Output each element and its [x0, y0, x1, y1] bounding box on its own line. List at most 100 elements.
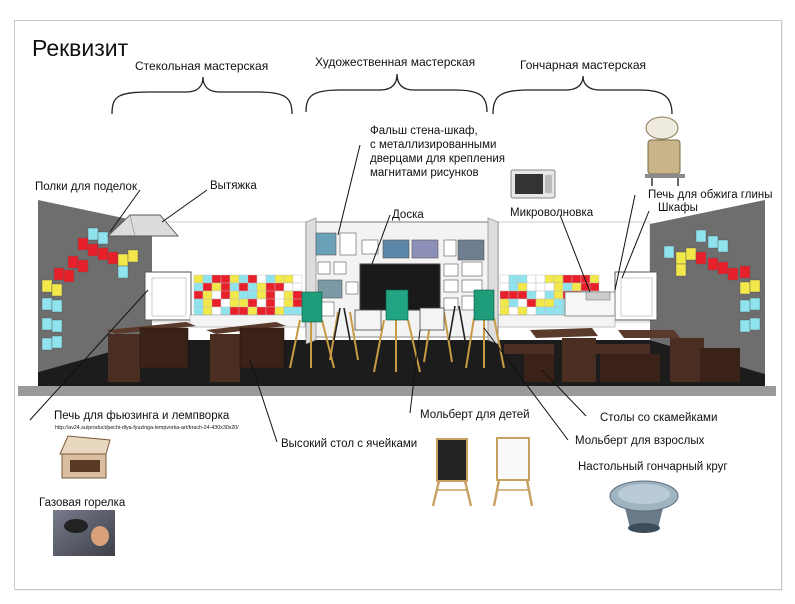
tile [571, 274, 582, 284]
tile [562, 282, 573, 292]
tile [220, 290, 231, 300]
tile [202, 274, 213, 284]
tile-wall-left [193, 274, 303, 316]
tile [685, 247, 697, 261]
tile [292, 298, 303, 308]
tile [107, 251, 119, 265]
tile [553, 306, 564, 316]
tile [535, 306, 546, 316]
tile [675, 251, 687, 265]
floor-edge [18, 386, 776, 396]
tile [87, 227, 99, 241]
tile [41, 297, 53, 311]
pinned-drawing [411, 239, 439, 259]
label-false-wall-1: Фальш стена-шкаф, [370, 125, 478, 137]
tile [707, 257, 719, 271]
tile [67, 255, 79, 269]
tile [211, 290, 222, 300]
tile [499, 274, 510, 284]
tile [238, 306, 249, 316]
tile [749, 279, 761, 293]
tile [247, 274, 258, 284]
pinned-drawing [315, 232, 337, 256]
tile [265, 290, 276, 300]
pinned-drawing [443, 263, 459, 277]
tile [51, 335, 63, 349]
label-fusing-url: http://av24.su/product/pechi-dlya-fyuzin… [55, 425, 239, 431]
tile [717, 239, 729, 253]
kiln-photo [645, 116, 685, 186]
tile [87, 243, 99, 257]
pinned-drawing [339, 232, 357, 256]
section-glass-label: Стекольная мастерская [135, 59, 268, 73]
adult-easel-photo [492, 437, 534, 507]
section-braces [111, 73, 673, 115]
microwave-photo [510, 169, 556, 199]
brace-art [305, 73, 488, 113]
tile [265, 274, 276, 284]
label-adult-easel: Мольберт для взрослых [575, 435, 705, 447]
pinned-drawing [443, 297, 459, 311]
tile [211, 282, 222, 292]
tile [544, 290, 555, 300]
tile [127, 249, 139, 263]
tile [517, 282, 528, 292]
pinned-drawing [443, 239, 457, 257]
tile [283, 306, 294, 316]
tile [193, 298, 204, 308]
tile [517, 274, 528, 284]
tile [202, 306, 213, 316]
tile [97, 247, 109, 261]
tile [508, 274, 519, 284]
tile [292, 274, 303, 284]
label-gas-burner: Газовая горелка [39, 497, 126, 509]
brace-pottery [492, 75, 673, 115]
tile [238, 274, 249, 284]
tile [97, 231, 109, 245]
label-false-wall-3: дверцами для крепления [370, 153, 505, 165]
tile [499, 306, 510, 316]
tile [220, 282, 231, 292]
label-false-wall-4: магнитами рисунков [370, 167, 479, 179]
tile [211, 306, 222, 316]
tile [535, 290, 546, 300]
false-wall-door-right [487, 217, 499, 345]
tile [739, 319, 751, 333]
callout-lines [29, 144, 650, 443]
tile [553, 282, 564, 292]
tile [265, 306, 276, 316]
label-kids-easel: Мольберт для детей [420, 409, 530, 421]
tile [274, 274, 285, 284]
tile [256, 274, 267, 284]
tile [571, 282, 582, 292]
tile [526, 290, 537, 300]
label-fusing-oven: Печь для фьюзинга и лемпворка [54, 410, 230, 422]
tile [77, 237, 89, 251]
tile [695, 251, 707, 265]
tile [499, 282, 510, 292]
tile [544, 274, 555, 284]
pinned-drawing [443, 279, 459, 293]
tile [535, 282, 546, 292]
high-tables-left [106, 322, 286, 382]
tables-with-benches [504, 328, 740, 382]
tile [517, 298, 528, 308]
tile [247, 290, 258, 300]
tile [553, 274, 564, 284]
right-side-wall [650, 200, 765, 374]
kids-easel-photo [431, 438, 473, 507]
tile [202, 298, 213, 308]
section-pottery-label: Гончарная мастерская [520, 58, 646, 72]
fusing-oven-photo [59, 435, 111, 479]
tile [53, 267, 65, 281]
tile [544, 282, 555, 292]
label-pottery-wheel: Настольный гончарный круг [578, 461, 728, 473]
craft-shelves-right [663, 229, 761, 333]
brace-glass [111, 76, 293, 115]
tile [220, 274, 231, 284]
gas-burner-photo [53, 510, 115, 556]
tile [508, 306, 519, 316]
easel-canvases [301, 289, 495, 331]
label-microwave: Микроволновка [510, 207, 594, 219]
pinned-drawing [345, 281, 359, 295]
